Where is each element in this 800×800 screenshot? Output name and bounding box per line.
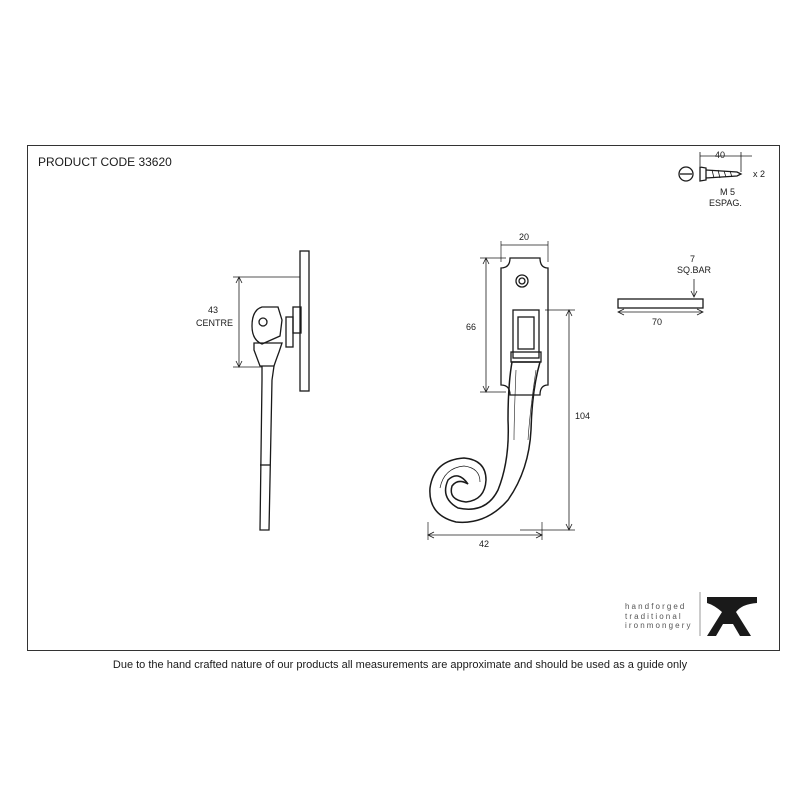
front-width-label: 20 <box>519 232 530 242</box>
screw-drawing <box>678 152 752 182</box>
disclaimer-text: Due to the hand crafted nature of our pr… <box>112 659 688 671</box>
screw-quantity-label: x 2 <box>753 169 766 179</box>
square-bar-drawing <box>617 279 704 316</box>
bar-size-label: 7 <box>690 254 696 264</box>
brand-text: handforged traditional ironmongery <box>625 602 705 631</box>
side-dim-text: CENTRE <box>196 318 234 328</box>
brand-line-3: ironmongery <box>625 621 693 630</box>
screw-size-label: M 5 <box>720 187 736 197</box>
drawing-frame <box>27 145 780 651</box>
plate-height-label: 66 <box>466 322 477 332</box>
total-height-label: 104 <box>575 411 591 421</box>
curl-width-label: 42 <box>479 539 490 549</box>
side-view-drawing <box>233 250 310 531</box>
side-dim-value: 43 <box>208 305 219 315</box>
brand-line-2: traditional <box>625 611 683 621</box>
screw-type-label: ESPAG. <box>709 198 742 208</box>
bar-length-label: 70 <box>652 317 663 327</box>
anvil-logo-icon <box>699 592 757 636</box>
product-code: PRODUCT CODE 33620 <box>38 155 172 169</box>
bar-type-label: SQ.BAR <box>677 265 712 275</box>
screw-length-label: 40 <box>715 150 726 160</box>
front-view-drawing <box>427 241 575 540</box>
brand-line-1: handforged <box>625 602 687 611</box>
